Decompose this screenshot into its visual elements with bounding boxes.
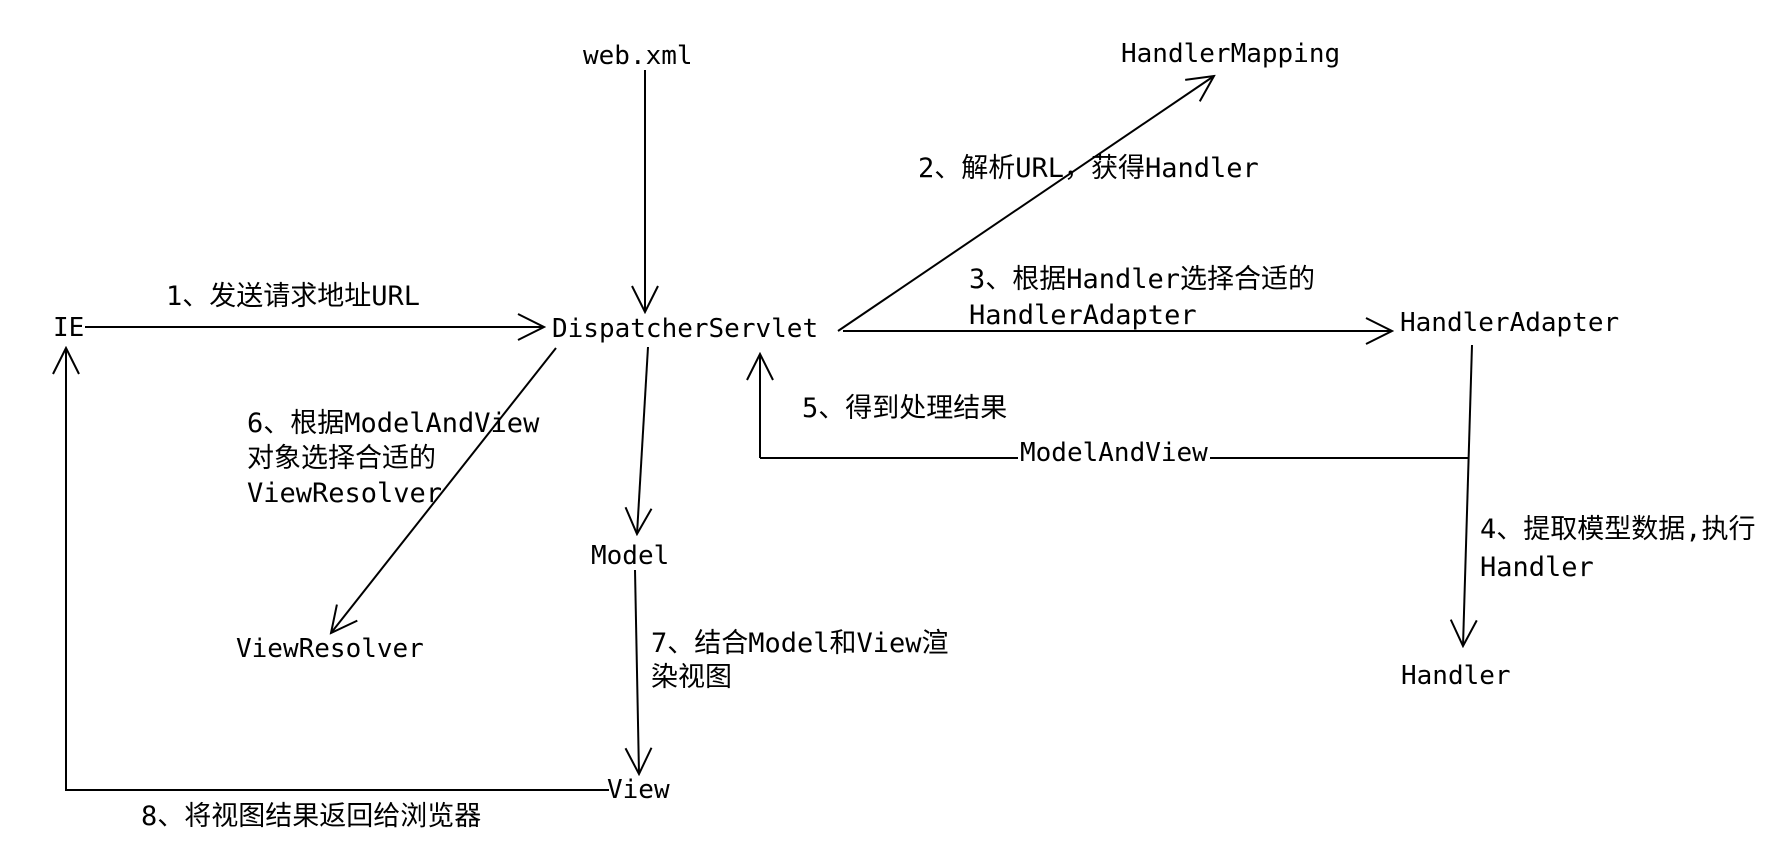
label-step3-line1: 3、根据Handler选择合适的: [969, 264, 1316, 295]
node-dispatcher-servlet: DispatcherServlet: [552, 314, 819, 344]
node-view-resolver: ViewResolver: [236, 634, 424, 664]
node-handler-mapping: HandlerMapping: [1121, 39, 1341, 69]
node-view: View: [607, 775, 670, 805]
node-model: Model: [591, 541, 670, 571]
node-ie: IE: [53, 313, 85, 343]
edge-handleradapter-to-handler: [1463, 344, 1472, 646]
label-step6-line2: 对象选择合适的: [247, 443, 436, 474]
label-step7: 7、结合Model和View渲 染视图: [651, 627, 949, 695]
label-step3: 3、根据Handler选择合适的 HandlerAdapter: [969, 262, 1315, 334]
label-step5: 5、得到处理结果: [802, 393, 1008, 424]
label-step4-line1: 4、提取模型数据,执行: [1480, 514, 1756, 545]
label-step1: 1、发送请求地址URL: [166, 281, 421, 312]
label-step4-line2: Handler: [1480, 552, 1594, 583]
edge-view-to-ie: [66, 348, 609, 791]
label-step2: 2、解析URL，获得Handler: [918, 153, 1259, 184]
label-step7-line2: 染视图: [651, 662, 732, 693]
label-step3-line2: HandlerAdapter: [969, 300, 1197, 331]
node-web-xml: web.xml: [583, 41, 693, 71]
edge-dispatcherservlet-to-model: [637, 346, 648, 534]
label-model-and-view: ModelAndView: [1018, 438, 1210, 468]
label-step7-line1: 7、结合Model和View渲: [651, 628, 949, 659]
label-step6-line3: ViewResolver: [247, 478, 443, 509]
edge-model-to-view: [635, 569, 639, 774]
label-step4: 4、提取模型数据,执行 Handler: [1480, 511, 1756, 587]
node-handler-adapter: HandlerAdapter: [1400, 308, 1620, 338]
label-step8: 8、将视图结果返回给浏览器: [141, 801, 482, 832]
edge-dispatcherservlet-to-handlermapping: [837, 76, 1214, 332]
node-handler: Handler: [1401, 661, 1511, 691]
label-step6-line1: 6、根据ModelAndView: [247, 408, 540, 439]
edge-dispatcherservlet-to-viewresolver: [331, 347, 557, 633]
label-step6: 6、根据ModelAndView 对象选择合适的 ViewResolver: [247, 406, 539, 511]
